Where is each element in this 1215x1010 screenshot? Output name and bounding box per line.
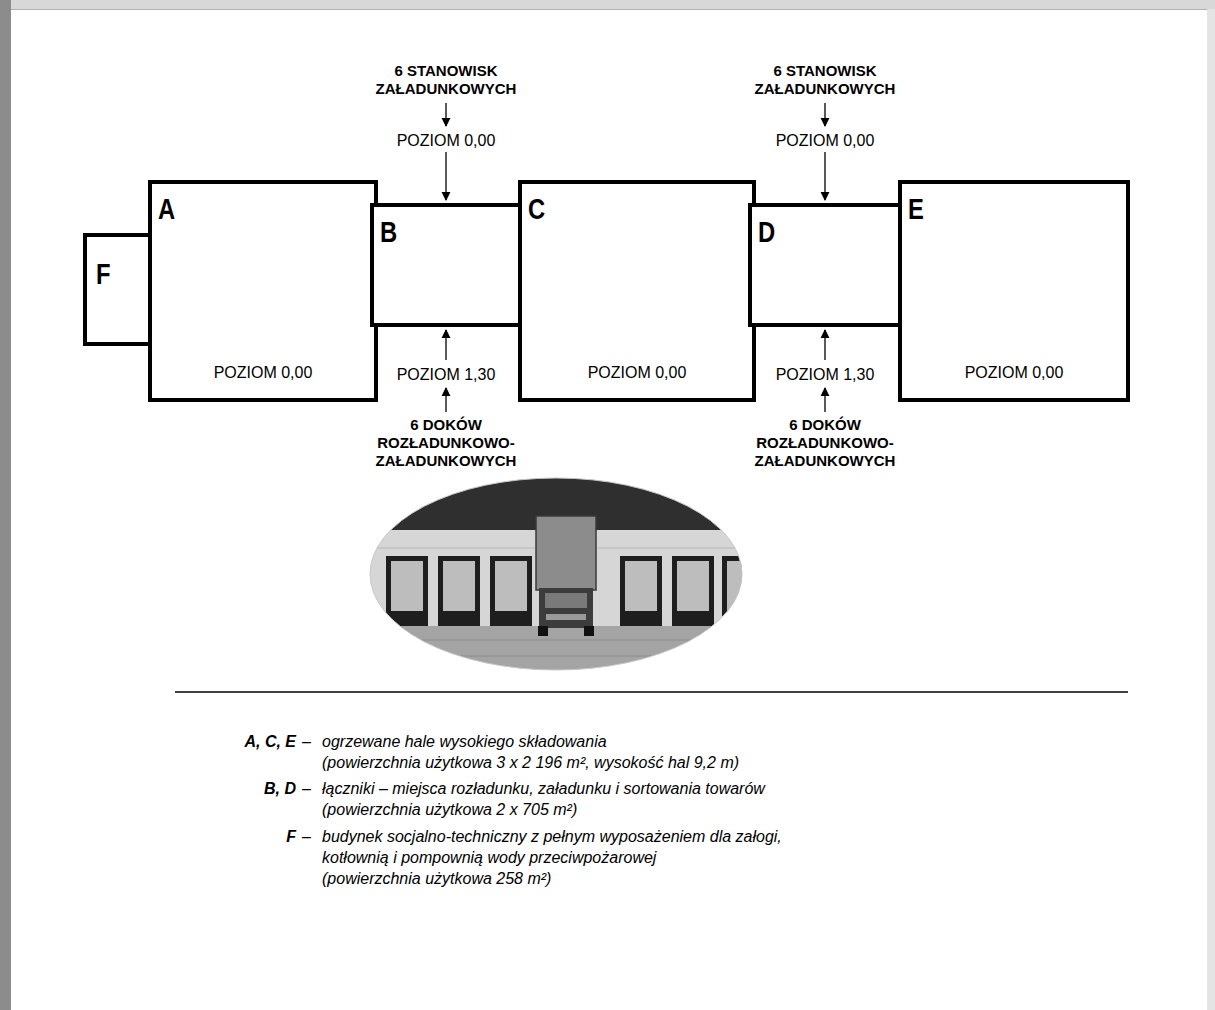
frame-top	[0, 0, 1215, 9]
arrow-down	[445, 103, 446, 126]
dock-door	[677, 561, 709, 611]
floor-level: POZIOM 1,30	[366, 365, 526, 384]
legend-key: B, D	[264, 778, 296, 799]
section-letter: C	[528, 194, 545, 224]
legend-key: A, C, E	[244, 731, 296, 752]
label-holder: łączniki – miejsca rozładunku, załadunku…	[322, 778, 765, 820]
photo-canopy-edge	[360, 470, 425, 532]
truck-grille	[546, 614, 586, 620]
legend-dash: –	[302, 731, 311, 752]
legend-dash: –	[302, 826, 311, 847]
frame-line	[11, 9, 1207, 10]
warehouse-section: D	[748, 203, 902, 327]
arrow-down	[445, 152, 446, 200]
floor-level: POZIOM 0,00	[908, 363, 1120, 382]
label-holder: 6 DOKÓW ROZŁADUNKOWO-ZAŁADUNKOWYCH	[361, 416, 531, 470]
dock-door	[620, 556, 662, 626]
warehouse-section: C POZIOM 0,00	[518, 180, 756, 402]
text-line: ogrzewane hale wysokiego składowania	[322, 731, 739, 752]
legend-description: łączniki – miejsca rozładunku, załadunku…	[322, 778, 765, 820]
dock-door	[490, 556, 532, 626]
dock-door	[438, 556, 480, 626]
label-holder: POZIOM 0,00	[366, 131, 526, 150]
arrow-down	[824, 152, 825, 200]
arrow-up	[445, 330, 446, 360]
docks-label: 6 DOKÓW ROZŁADUNKOWO-ZAŁADUNKOWYCH	[740, 416, 910, 470]
warehouse-section: F	[83, 233, 152, 346]
section-letter: D	[758, 217, 775, 247]
photo-paving	[360, 640, 760, 672]
text-line: (powierzchnia użytkowa 258 m²)	[322, 868, 782, 889]
arrow-up	[824, 330, 825, 360]
text-line: (powierzchnia użytkowa 2 x 705 m²)	[322, 799, 765, 820]
section-letter: A	[158, 194, 175, 224]
legend-description: budynek socjalno-techniczny z pełnym wyp…	[322, 826, 782, 889]
legend-key: F	[286, 826, 296, 847]
dock-door	[495, 561, 527, 611]
docks-label: 6 DOKÓW ROZŁADUNKOWO-ZAŁADUNKOWYCH	[361, 416, 531, 470]
label-holder: budynek socjalno-techniczny z pełnym wyp…	[322, 826, 782, 889]
section-letter: B	[380, 217, 397, 247]
label-holder: F	[286, 826, 296, 847]
label-holder: POZIOM 1,30	[745, 365, 905, 384]
label-holder: POZIOM 1,30	[366, 365, 526, 384]
floor-level: POZIOM 0,00	[158, 363, 368, 382]
legend-dash: –	[302, 778, 311, 799]
section-letter: E	[908, 194, 924, 224]
floor-level: POZIOM 0,00	[528, 363, 746, 382]
label-holder: A, C, E	[244, 731, 296, 752]
label-holder: –	[302, 731, 311, 752]
label-holder: POZIOM 0,00	[745, 131, 905, 150]
frame-right	[1207, 9, 1215, 1010]
warehouse-section: B	[370, 203, 522, 327]
text-line: budynek socjalno-techniczny z pełnym wyp…	[322, 826, 782, 847]
label-holder: 6 DOKÓW ROZŁADUNKOWO-ZAŁADUNKOWYCH	[740, 416, 910, 470]
dock-door	[443, 561, 475, 611]
warehouse-section: E POZIOM 0,00	[898, 180, 1130, 402]
loading-bays-label: 6 STANOWISK ZAŁADUNKOWYCH	[740, 62, 910, 98]
floor-level: POZIOM 0,00	[366, 131, 526, 150]
label-holder: B, D	[264, 778, 296, 799]
floor-level: POZIOM 0,00	[745, 131, 905, 150]
truck-wheel	[584, 626, 594, 636]
label-holder: ogrzewane hale wysokiego składowania (po…	[322, 731, 739, 773]
text-line: łączniki – miejsca rozładunku, załadunku…	[322, 778, 765, 799]
section-letter: F	[96, 259, 111, 289]
truck-cab	[539, 588, 593, 628]
truck-wheel	[538, 626, 548, 636]
truck-windshield	[545, 593, 587, 608]
dock-door	[672, 556, 714, 626]
label-holder: –	[302, 826, 311, 847]
warehouse-photo	[360, 470, 760, 686]
floor-level: POZIOM 1,30	[745, 365, 905, 384]
arrow-up	[445, 388, 446, 412]
legend-description: ogrzewane hale wysokiego składowania (po…	[322, 731, 739, 773]
label-holder: 6 STANOWISK ZAŁADUNKOWYCH	[361, 62, 531, 98]
arrow-up	[824, 388, 825, 412]
frame-left	[0, 0, 11, 1010]
photo-oval	[370, 478, 742, 670]
arrow-down	[824, 103, 825, 126]
label-holder: 6 STANOWISK ZAŁADUNKOWYCH	[740, 62, 910, 98]
truck-body	[536, 516, 596, 590]
truck	[536, 516, 596, 636]
dock-door	[391, 561, 423, 611]
label-holder: –	[302, 778, 311, 799]
loading-bays-label: 6 STANOWISK ZAŁADUNKOWYCH	[361, 62, 531, 98]
text-line: (powierzchnia użytkowa 3 x 2 196 m², wys…	[322, 752, 739, 773]
text-line: kotłownią i pompownią wody przeciwpożaro…	[322, 847, 782, 868]
separator-line	[175, 691, 1128, 693]
photo-canopy-edge	[690, 470, 752, 532]
dock-door	[625, 561, 657, 611]
dock-door	[722, 556, 758, 626]
dock-door	[386, 556, 428, 626]
warehouse-section: A POZIOM 0,00	[148, 180, 378, 402]
